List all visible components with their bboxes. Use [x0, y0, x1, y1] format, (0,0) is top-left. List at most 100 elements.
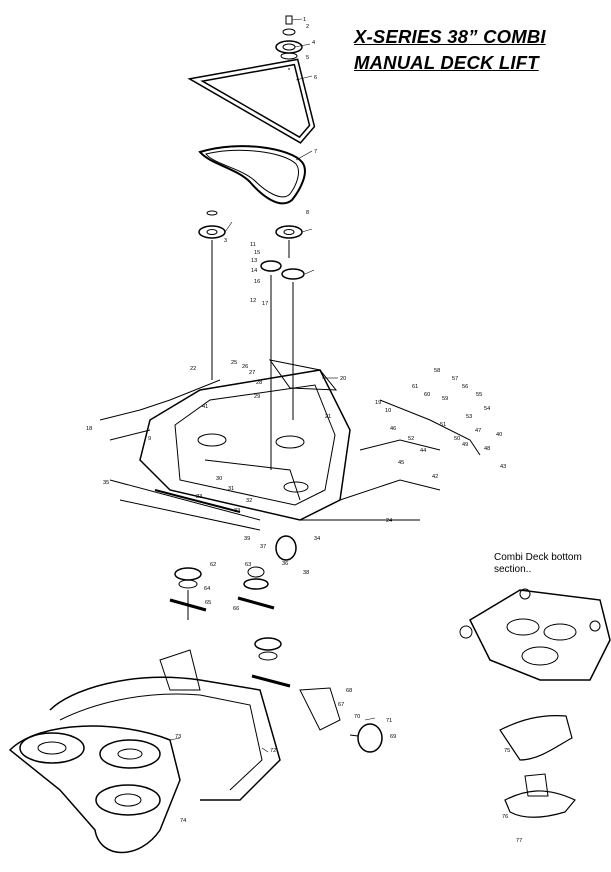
callout-27: 27	[249, 370, 255, 376]
callout-76: 76	[502, 814, 508, 820]
callout-57: 57	[452, 376, 458, 382]
belt-cover	[187, 58, 316, 144]
spindle-assembly-center	[237, 566, 275, 610]
lower-deck-frame	[49, 649, 281, 801]
callout-16: 16	[254, 279, 260, 285]
callout-17: 17	[262, 301, 268, 307]
callout-66: 66	[233, 606, 239, 612]
callout-1: 1	[303, 17, 306, 23]
diagram-title-line-2: MANUAL DECK LIFT	[354, 52, 539, 73]
callout-7: 7	[314, 149, 317, 155]
callout-36: 36	[282, 561, 288, 567]
callout-61: 61	[412, 384, 418, 390]
callout-8: 8	[306, 210, 309, 216]
inset-combi-deck-bottom	[459, 588, 611, 681]
callout-40: 40	[496, 432, 502, 438]
callout-28: 28	[256, 380, 262, 386]
callout-59: 59	[442, 396, 448, 402]
lift-linkage-left	[99, 379, 221, 441]
callout-23: 23	[196, 494, 202, 500]
callout-42: 42	[432, 474, 438, 480]
callout-41: 41	[202, 404, 208, 410]
callout-60: 60	[424, 392, 430, 398]
gauge-wheel	[299, 687, 383, 753]
callout-56: 56	[462, 384, 468, 390]
inset-caption-line-2: section..	[494, 564, 532, 575]
mower-deck-housing	[109, 369, 351, 531]
callout-39: 39	[244, 536, 250, 542]
callout-65: 65	[205, 600, 211, 606]
callout-13: 13	[251, 258, 257, 264]
drive-belt	[198, 145, 306, 205]
callout-73: 73	[175, 734, 181, 740]
inset-baffle-upper	[499, 715, 573, 761]
callout-54: 54	[484, 406, 490, 412]
callout-46: 46	[390, 426, 396, 432]
callout-20: 20	[340, 376, 346, 382]
callout-58: 58	[434, 368, 440, 374]
callout-37: 37	[260, 544, 266, 550]
diagram-title-line-1: X-SERIES 38” COMBI	[354, 26, 546, 47]
front-roller	[275, 535, 297, 561]
callout-5: 5	[306, 55, 309, 61]
callout-34: 34	[314, 536, 320, 542]
callout-49: 49	[462, 442, 468, 448]
callout-2: 2	[306, 24, 309, 30]
callout-62: 62	[210, 562, 216, 568]
callout-18: 18	[86, 426, 92, 432]
callout-26: 26	[242, 364, 248, 370]
spindle-assembly-left	[169, 567, 207, 620]
inset-baffle-lower	[504, 773, 576, 818]
callout-21: 21	[325, 414, 331, 420]
callout-10: 10	[385, 408, 391, 414]
callout-9: 9	[148, 436, 151, 442]
callout-35: 35	[103, 480, 109, 486]
inset-caption-line-1: Combi Deck bottom	[494, 552, 582, 563]
callout-63: 63	[245, 562, 251, 568]
callout-24: 24	[386, 518, 392, 524]
callout-48: 48	[484, 446, 490, 452]
callout-15: 15	[254, 250, 260, 256]
callout-32: 32	[246, 498, 252, 504]
callout-38: 38	[303, 570, 309, 576]
callout-70: 70	[354, 714, 360, 720]
callout-74: 74	[180, 818, 186, 824]
callout-11: 11	[250, 242, 256, 248]
callout-52: 52	[408, 436, 414, 442]
callout-75: 75	[504, 748, 510, 754]
callout-51: 51	[440, 422, 446, 428]
callout-44: 44	[420, 448, 426, 454]
idler-pulley-left	[198, 210, 226, 380]
callout-55: 55	[476, 392, 482, 398]
callout-12: 12	[250, 298, 256, 304]
lower-deck-shell	[8, 725, 181, 854]
callout-22: 22	[190, 366, 196, 372]
callout-25: 25	[231, 360, 237, 366]
callout-30: 30	[216, 476, 222, 482]
callout-47: 47	[475, 428, 481, 434]
callout-53: 53	[466, 414, 472, 420]
callout-69: 69	[390, 734, 396, 740]
callout-77: 77	[516, 838, 522, 844]
callout-29: 29	[254, 394, 260, 400]
callout-72: 72	[270, 748, 276, 754]
spindle-assembly-lower	[251, 637, 291, 688]
callout-50: 50	[454, 436, 460, 442]
callout-31: 31	[228, 486, 234, 492]
callout-71: 71	[386, 718, 392, 724]
callout-33: 33	[234, 508, 240, 514]
callout-6: 6	[314, 75, 317, 81]
callout-45: 45	[398, 460, 404, 466]
callout-43: 43	[500, 464, 506, 470]
lift-linkage-right	[268, 359, 481, 521]
part-callouts: 1 2 3 4 5 6 7 8 9 10 11 12 13 14 15 16 1…	[86, 17, 522, 844]
idler-pulley-center	[260, 225, 305, 470]
callout-67: 67	[338, 702, 344, 708]
callout-14: 14	[251, 268, 257, 274]
leader-lines	[169, 18, 376, 753]
callout-19: 19	[375, 400, 381, 406]
callout-4: 4	[312, 40, 315, 46]
callout-64: 64	[204, 586, 210, 592]
callout-68: 68	[346, 688, 352, 694]
